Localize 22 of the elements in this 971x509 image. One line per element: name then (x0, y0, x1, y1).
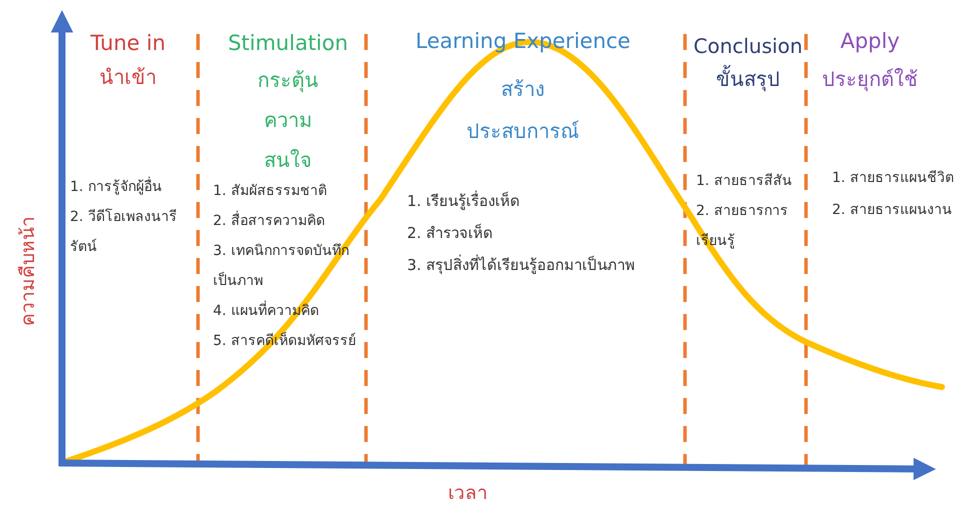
list-item: 1. สัมผัสธรรมชาติ (213, 182, 328, 201)
stage-title: กระตุ้นความสนใจ (256, 67, 320, 174)
list-item: 3. สรุปสิ่งที่ได้เรียนรู้ออกมาเป็นภาพ (407, 254, 636, 276)
list-item: 2. สายธารแผนงาน (832, 201, 953, 220)
stage-title: Conclusion (692, 33, 804, 60)
stage-title: Learning Experience (414, 28, 632, 55)
list-item: 2. สำรวจเห็ด (407, 222, 494, 244)
stage-title: นำเข้า (98, 64, 158, 91)
stage-title: Apply (839, 28, 901, 55)
stage-title: ขั้นสรุป (688, 62, 808, 96)
list-item: 1. สายธารสีสัน (696, 172, 793, 191)
list-item: 1. เรียนรู้เรื่องเห็ด (407, 190, 522, 212)
axis-label: ความคืบหน้า (16, 215, 40, 328)
list-item: 1. สายธารแผนชีวิต (832, 169, 955, 188)
list-item: 1. การรู้จักผู้อื่น (70, 172, 190, 202)
stage-title: Stimulation (226, 30, 350, 57)
list-item: 2. วีดีโอเพลงนารีรัตน์ (70, 208, 178, 257)
stage-title: สร้างประสบการณ์ (466, 76, 580, 145)
axis-label: เวลา (447, 481, 489, 506)
stage-title: Tune in (90, 30, 166, 57)
list-item: 2. สื่อสารความคิด (213, 206, 369, 236)
stage-title: ประยุกต์ใช้ (821, 66, 919, 94)
